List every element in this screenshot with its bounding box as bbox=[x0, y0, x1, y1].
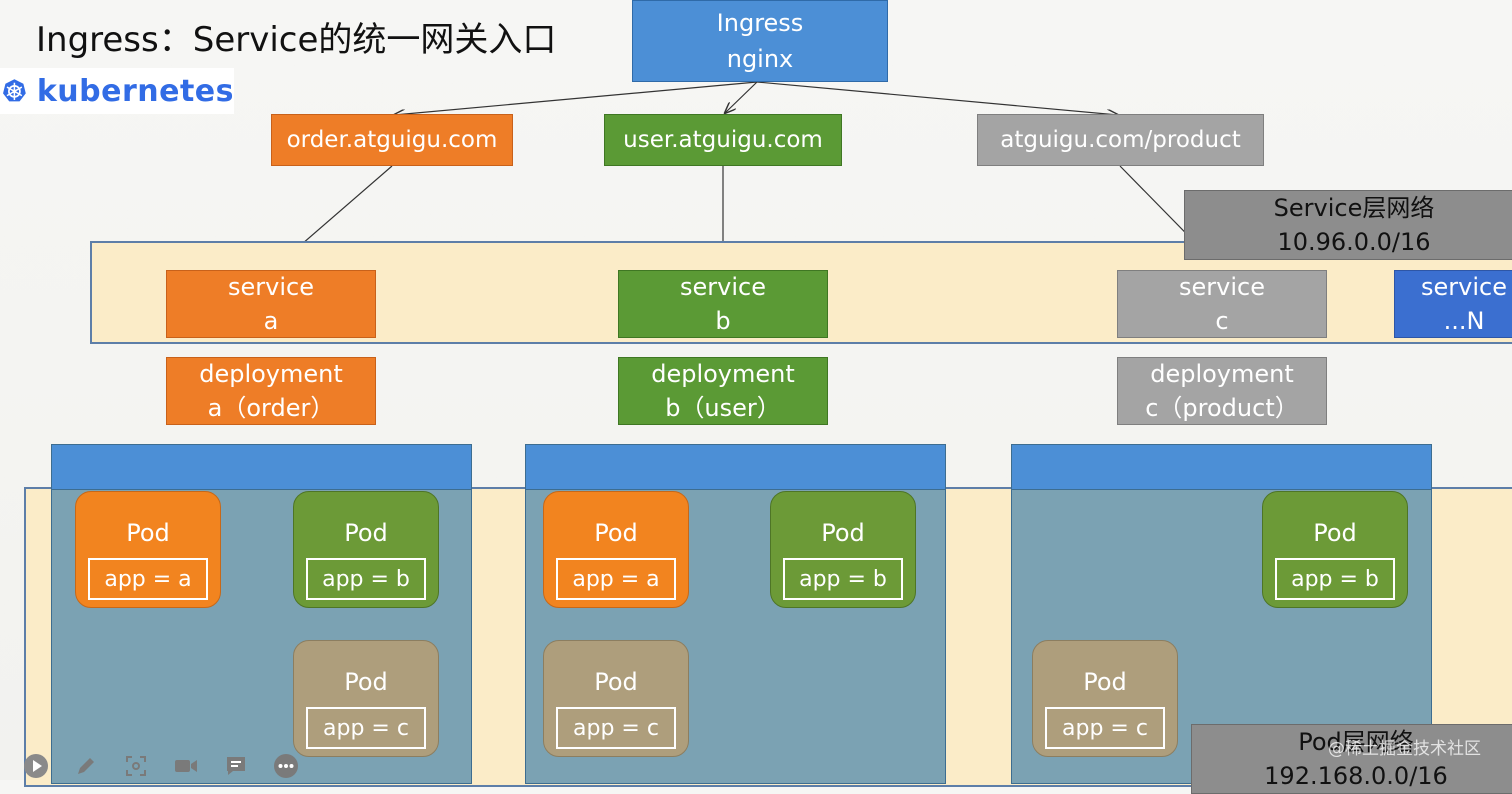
pod-label: app = c bbox=[1045, 707, 1165, 749]
pod: Pod app = a bbox=[75, 491, 221, 608]
pod-label: app = b bbox=[1275, 558, 1395, 600]
node-3-header bbox=[1012, 445, 1431, 490]
camera-icon[interactable] bbox=[172, 752, 200, 780]
more-icon[interactable] bbox=[272, 752, 300, 780]
deployment-c-name: c（product） bbox=[1145, 394, 1299, 422]
service-a-name: a bbox=[263, 307, 279, 335]
deployment-c-label: deployment bbox=[1150, 360, 1294, 388]
screenshot-icon[interactable] bbox=[122, 752, 150, 780]
service-c-name: c bbox=[1215, 307, 1229, 335]
pod: Pod app = b bbox=[1262, 491, 1408, 608]
kubernetes-wordmark: kubernetes bbox=[36, 73, 234, 109]
service-a: service a bbox=[166, 270, 376, 338]
pod-label: app = b bbox=[783, 558, 903, 600]
arrow-ingress-to-user bbox=[725, 81, 758, 113]
pod-name: Pod bbox=[594, 668, 638, 696]
deployment-b: deployment b（user） bbox=[618, 357, 828, 425]
ingress-box: Ingress nginx bbox=[632, 0, 888, 82]
pod-name: Pod bbox=[344, 519, 388, 547]
player-toolbar bbox=[22, 752, 300, 780]
pod-name: Pod bbox=[1083, 668, 1127, 696]
watermark: @稀土掘金技术社区 bbox=[1328, 739, 1481, 759]
comment-icon[interactable] bbox=[222, 752, 250, 780]
pod-network-cidr: 192.168.0.0/16 bbox=[1264, 762, 1448, 790]
page-title: Ingress：Service的统一网关入口 bbox=[36, 20, 557, 60]
pod: Pod app = c bbox=[293, 640, 439, 757]
service-b-name: b bbox=[715, 307, 731, 335]
pod: Pod app = b bbox=[293, 491, 439, 608]
service-c: service c bbox=[1117, 270, 1327, 338]
ingress-sublabel: nginx bbox=[726, 45, 794, 73]
helm-wheel-icon bbox=[3, 79, 26, 102]
arrow-ingress-to-order bbox=[394, 81, 758, 115]
node-1: Pod app = a Pod app = b Pod app = c bbox=[51, 444, 472, 784]
kubernetes-logo: kubernetes bbox=[0, 68, 234, 114]
service-network-title: Service层网络 bbox=[1273, 194, 1435, 222]
pod: Pod app = c bbox=[1032, 640, 1178, 757]
service-c-label: service bbox=[1179, 273, 1265, 301]
service-b-label: service bbox=[680, 273, 766, 301]
pod-label: app = a bbox=[88, 558, 208, 600]
service-a-label: service bbox=[228, 273, 314, 301]
pod-name: Pod bbox=[821, 519, 865, 547]
node-2: Pod app = a Pod app = b Pod app = c bbox=[525, 444, 946, 784]
pod-name: Pod bbox=[1313, 519, 1357, 547]
host-order: order.atguigu.com bbox=[271, 114, 513, 166]
host-product: atguigu.com/product bbox=[977, 114, 1264, 166]
deployment-c: deployment c（product） bbox=[1117, 357, 1327, 425]
pod-label: app = c bbox=[556, 707, 676, 749]
pod: Pod app = c bbox=[543, 640, 689, 757]
arrow-ingress-to-product bbox=[756, 81, 1118, 115]
pod-network-title: Pod层网络 bbox=[1298, 728, 1414, 756]
service-network-cidr: 10.96.0.0/16 bbox=[1277, 228, 1431, 256]
pod-label: app = a bbox=[556, 558, 676, 600]
deployment-b-label: deployment bbox=[651, 360, 795, 388]
deployment-a: deployment a（order） bbox=[166, 357, 376, 425]
pod-name: Pod bbox=[594, 519, 638, 547]
ingress-label: Ingress bbox=[716, 9, 804, 37]
play-icon[interactable] bbox=[22, 752, 50, 780]
pod-label: app = b bbox=[306, 558, 426, 600]
service-n: service ...N bbox=[1394, 270, 1512, 338]
deployment-b-name: b（user） bbox=[665, 394, 781, 422]
pod-name: Pod bbox=[126, 519, 170, 547]
service-n-name: ...N bbox=[1443, 307, 1485, 335]
node-2-header bbox=[526, 445, 945, 490]
pod-name: Pod bbox=[344, 668, 388, 696]
pod: Pod app = a bbox=[543, 491, 689, 608]
node-1-header bbox=[52, 445, 471, 490]
pod: Pod app = b bbox=[770, 491, 916, 608]
pod-label: app = c bbox=[306, 707, 426, 749]
host-user: user.atguigu.com bbox=[604, 114, 842, 166]
deployment-a-name: a（order） bbox=[207, 394, 335, 422]
service-n-label: service bbox=[1421, 273, 1507, 301]
service-b: service b bbox=[618, 270, 828, 338]
deployment-a-label: deployment bbox=[199, 360, 343, 388]
pen-icon[interactable] bbox=[72, 752, 100, 780]
service-network-label: Service层网络 10.96.0.0/16 bbox=[1184, 190, 1512, 260]
